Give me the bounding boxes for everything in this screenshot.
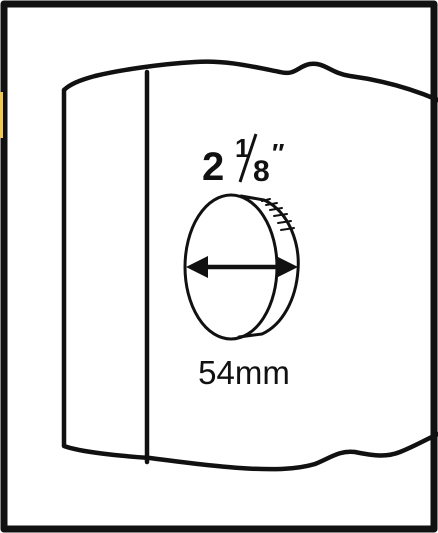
bore-hole-side [237,194,300,339]
imperial-denominator: 8 [253,155,270,188]
bore-hole-rim-hatching [261,198,295,231]
edge-accent [0,92,3,138]
imperial-numerator: 1 [235,133,249,163]
fraction-slash [238,133,258,183]
inch-mark: ″ [272,138,284,168]
door-outline [61,59,438,472]
metric-dimension-label: 54mm [198,354,290,391]
diameter-arrow [186,256,298,278]
imperial-dimension-label: 2 1 8 ″ [202,133,284,189]
imperial-whole-number: 2 [202,145,224,189]
